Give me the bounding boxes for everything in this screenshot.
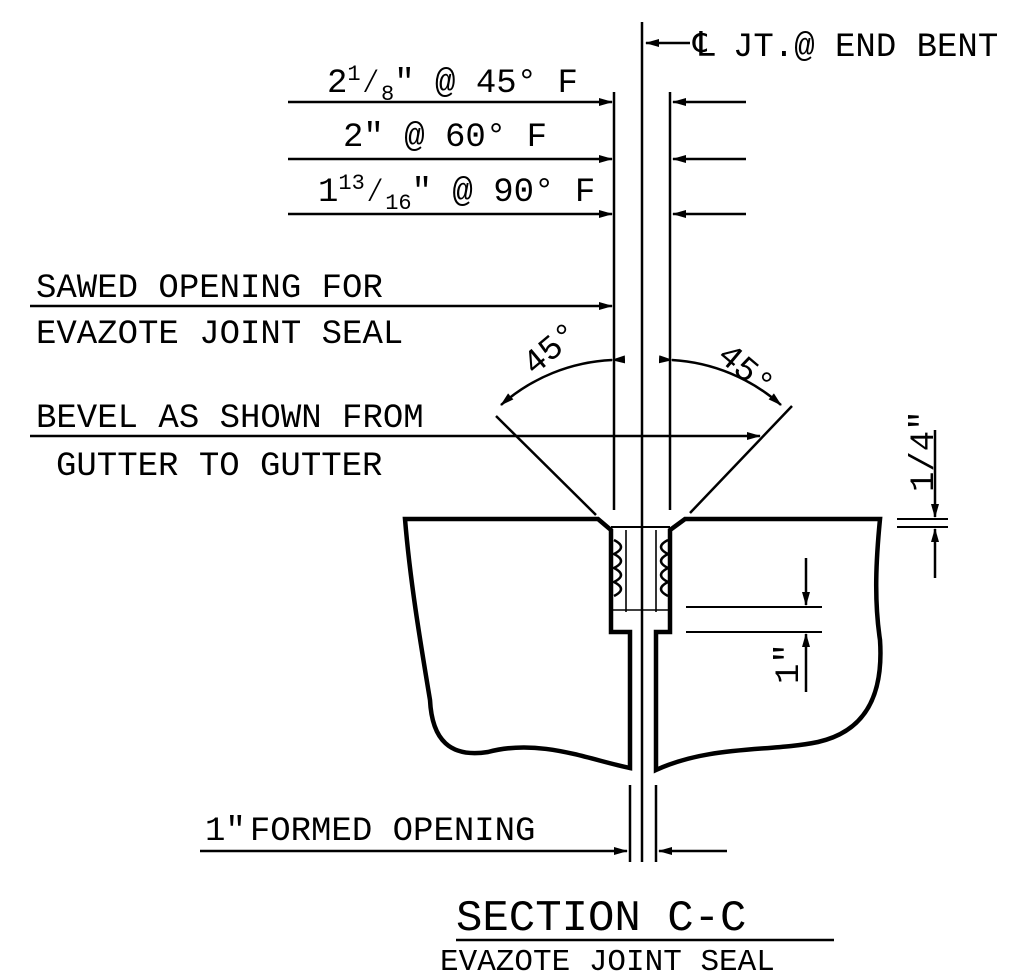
- centerline-symbol: ℄: [692, 29, 715, 67]
- sawed-note-line2: EVAZOTE JOINT SEAL: [36, 316, 403, 354]
- concrete-slab-section: [402, 516, 883, 774]
- opening-45f-rest: " @ 45° F: [394, 65, 578, 103]
- bevel-angle-right: 45°: [658, 337, 782, 406]
- evazote-joint-seal: [611, 530, 671, 612]
- bevel-angle-left: 45°: [500, 316, 626, 406]
- one-inch-label: 1": [771, 643, 809, 684]
- one-inch-dimension: 1": [686, 558, 822, 692]
- opening-dimension-45f: 21⁄8" @ 45° F: [288, 62, 746, 107]
- svg-text:113⁄16" @ 90° F: 113⁄16" @ 90° F: [318, 171, 595, 216]
- formed-opening-label: FORMED OPENING: [250, 813, 536, 851]
- opening-dimension-90f: 113⁄16" @ 90° F: [288, 171, 746, 218]
- opening-90f-rest: " @ 90° F: [412, 174, 596, 212]
- angle-left-label: 45°: [517, 316, 588, 384]
- svg-text:21⁄8" @ 45° F: 21⁄8" @ 45° F: [327, 62, 578, 107]
- opening-90f-num: 13: [338, 171, 364, 196]
- sawed-opening-note: SAWED OPENING FOR EVAZOTE JOINT SEAL: [30, 270, 613, 354]
- joint-centerline: ℄ JT.@ END BENT: [640, 22, 998, 862]
- opening-45f-num: 1: [347, 62, 360, 87]
- section-title-sub: EVAZOTE JOINT SEAL: [440, 945, 775, 972]
- quarter-inch-label: 1/4": [906, 410, 944, 492]
- formed-opening-dimension: 1"FORMED OPENING: [200, 785, 727, 862]
- bevel-note: BEVEL AS SHOWN FROM GUTTER TO GUTTER: [30, 400, 761, 486]
- section-title-main: SECTION C-C: [456, 894, 746, 944]
- opening-60f-label: 2" @ 60° F: [343, 119, 547, 157]
- section-title: SECTION C-C EVAZOTE JOINT SEAL: [440, 894, 834, 972]
- svg-text:1"FORMED OPENING: 1"FORMED OPENING: [205, 813, 535, 851]
- opening-90f-den: 16: [385, 191, 411, 216]
- bevel-note-line1: BEVEL AS SHOWN FROM: [36, 400, 424, 438]
- bevel-lines: [495, 405, 793, 516]
- formed-opening-value: 1": [205, 813, 246, 851]
- sawed-note-line1: SAWED OPENING FOR: [36, 270, 383, 308]
- opening-45f-whole: 2: [327, 65, 347, 103]
- centerline-label: JT.@ END BENT: [733, 29, 998, 67]
- bevel-note-line2: GUTTER TO GUTTER: [56, 448, 382, 486]
- sawed-opening-extension-lines: [612, 92, 672, 510]
- opening-dimension-60f: 2" @ 60° F: [288, 119, 746, 163]
- quarter-inch-dimension: 1/4": [897, 410, 948, 578]
- opening-90f-whole: 1: [318, 174, 338, 212]
